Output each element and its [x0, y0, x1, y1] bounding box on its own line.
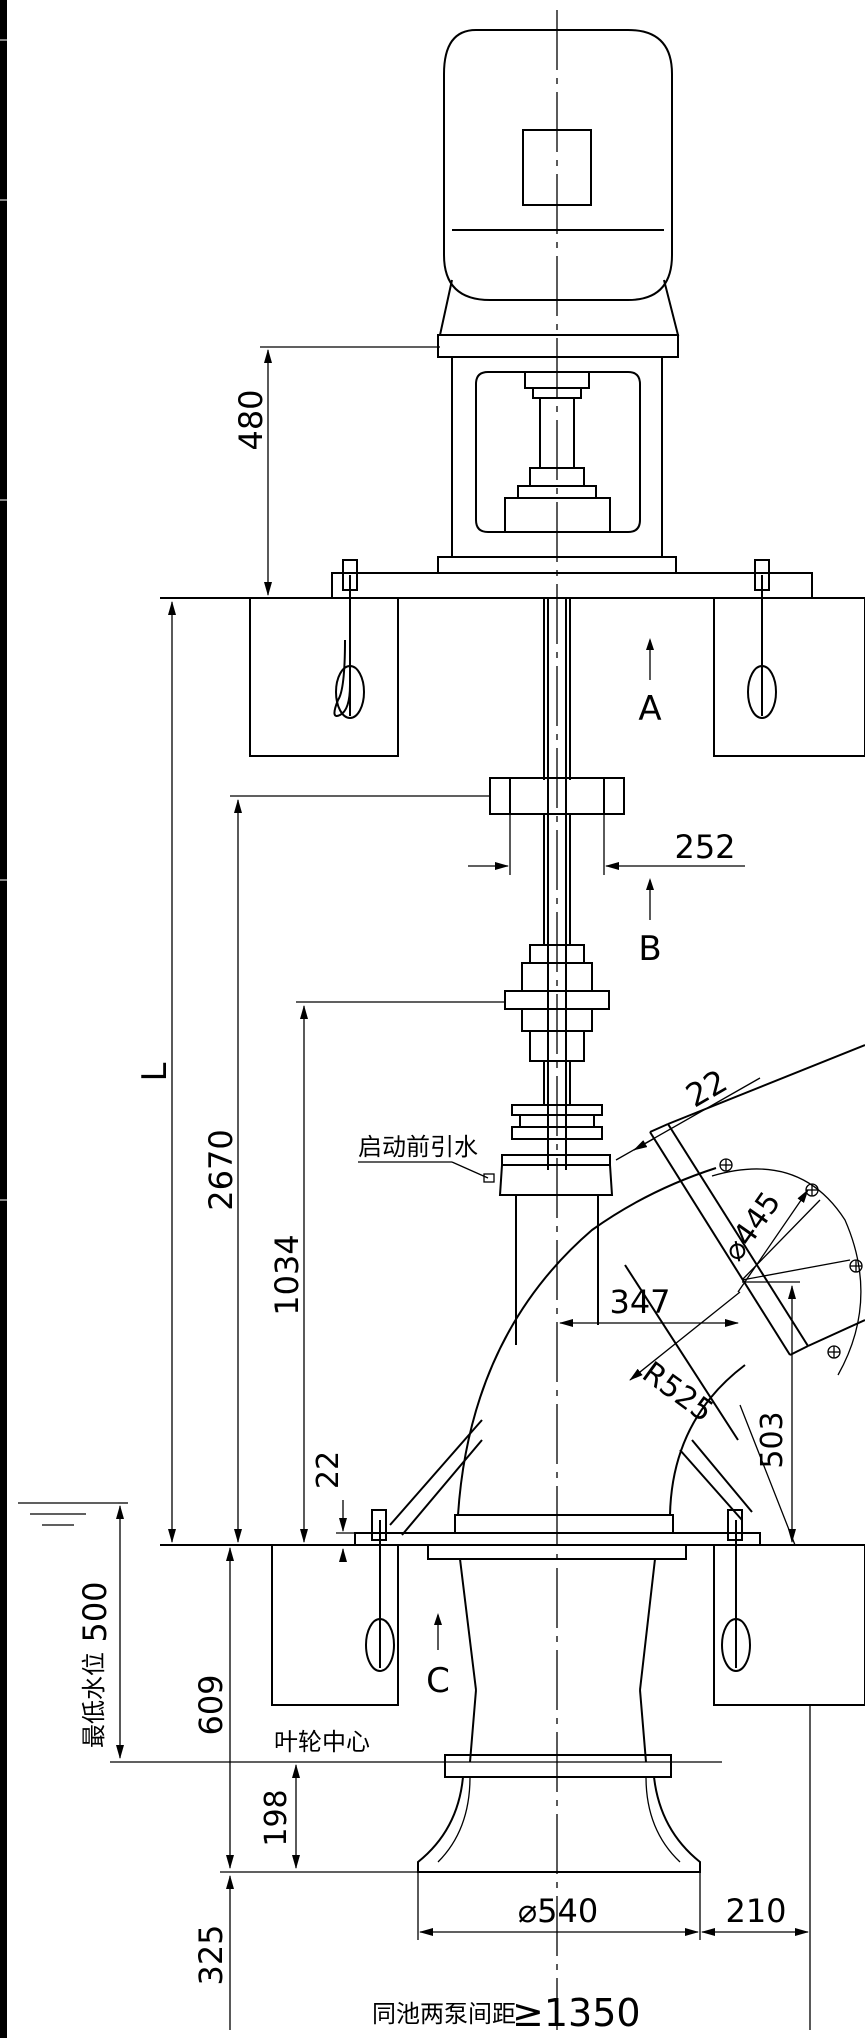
impeller-center-label: 叶轮中心: [274, 1728, 370, 1756]
dimension-22-vertical-label: 22: [311, 1451, 346, 1489]
motor: [437, 29, 680, 358]
dimension-252: 252: [468, 814, 745, 875]
section-marker-C: C: [426, 1613, 450, 1701]
foundation-upper-right: [713, 559, 865, 757]
priming-callout: 启动前引水: [358, 1133, 495, 1183]
dimension-1034: 1034: [268, 1001, 505, 1543]
foundation-upper-left: [249, 559, 399, 757]
dimension-347-label: 347: [609, 1283, 670, 1321]
dimension-609: 609: [192, 1547, 234, 1869]
pump-spacing-note: 同池两泵间距 ≥1350: [372, 1991, 641, 2035]
dimension-503-label: 503: [755, 1411, 790, 1468]
min-water-level-label: 最低水位: [80, 1652, 108, 1748]
dimension-r525-label: R525: [636, 1355, 720, 1429]
section-B-label: B: [638, 929, 661, 969]
dimension-2670: 2670: [202, 795, 490, 1543]
dimension-1034-label: 1034: [268, 1234, 306, 1315]
dimension-480: 480: [232, 346, 440, 596]
dimension-22-angled: 22: [615, 1062, 761, 1161]
dimension-325-label: 325: [192, 1924, 230, 1985]
dimension-L: L: [135, 601, 176, 1543]
dimension-phi445-label: ⌀445: [716, 1186, 788, 1268]
dimension-210-label: 210: [725, 1892, 786, 1930]
water-level-symbol: [18, 1502, 118, 1526]
section-C-label: C: [426, 1661, 450, 1701]
dimension-198: 198: [259, 1764, 300, 1869]
foundation-lower-left: [271, 1509, 399, 1706]
dimension-500-label: 500: [76, 1581, 114, 1642]
dimension-phi540-label: ⌀540: [518, 1892, 598, 1930]
dimension-22-angled-label: 22: [679, 1062, 733, 1115]
section-marker-A: A: [638, 638, 662, 729]
section-marker-B: B: [638, 878, 662, 969]
motor-stand: [331, 356, 813, 599]
dimension-198-label: 198: [259, 1789, 294, 1846]
sheet-border: [0, 0, 7, 2038]
foundation-lower-right: [713, 1509, 865, 1706]
dimension-22-vertical: 22: [311, 1451, 380, 1562]
section-A-label: A: [638, 689, 661, 729]
dimension-phi540: ⌀540: [417, 1872, 701, 1940]
pump-spacing-prefix: 同池两泵间距: [372, 2000, 516, 2028]
dimension-210: 210: [701, 1705, 811, 2030]
dimension-480-label: 480: [232, 389, 270, 450]
dimension-347: 347: [559, 1283, 739, 1327]
dimension-2670-label: 2670: [202, 1129, 240, 1210]
priming-label: 启动前引水: [358, 1133, 478, 1161]
pump-spacing-value: ≥1350: [512, 1991, 641, 2035]
dimension-503: 503: [742, 1281, 800, 1543]
dimension-609-label: 609: [192, 1674, 230, 1735]
dimension-325: 325: [192, 1875, 234, 2030]
dimension-L-label: L: [135, 1062, 175, 1081]
dimension-252-label: 252: [674, 828, 735, 866]
dimension-500: 最低水位 500: [76, 1502, 128, 1759]
